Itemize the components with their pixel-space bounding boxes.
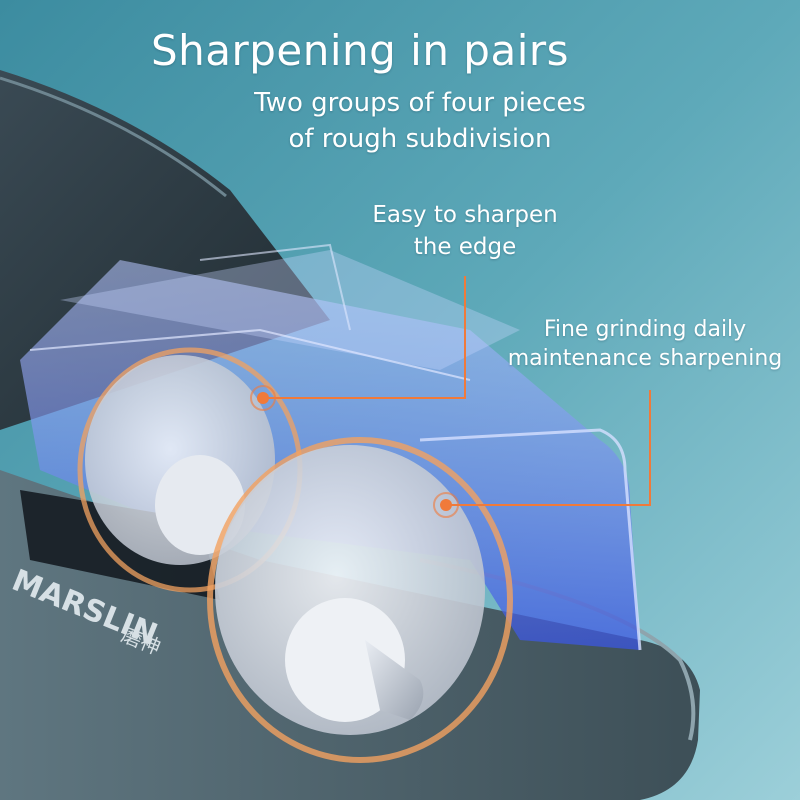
wheel-front bbox=[207, 437, 513, 763]
callout-1-label-line-2: the edge bbox=[413, 234, 517, 260]
callout-2-label-line-1: Fine grinding daily bbox=[543, 317, 747, 342]
callout-2-label-line-2: maintenance sharpening bbox=[507, 346, 783, 371]
subtitle-line-2: of rough subdivision bbox=[288, 124, 552, 154]
callout-2 bbox=[433, 390, 651, 518]
wheel-rear bbox=[77, 347, 303, 593]
callout-1-label-line-1: Easy to sharpen bbox=[372, 202, 558, 228]
page-title: Sharpening in pairs bbox=[150, 26, 570, 75]
subtitle-line-1: Two groups of four pieces bbox=[254, 88, 586, 118]
callout-1 bbox=[250, 276, 466, 411]
